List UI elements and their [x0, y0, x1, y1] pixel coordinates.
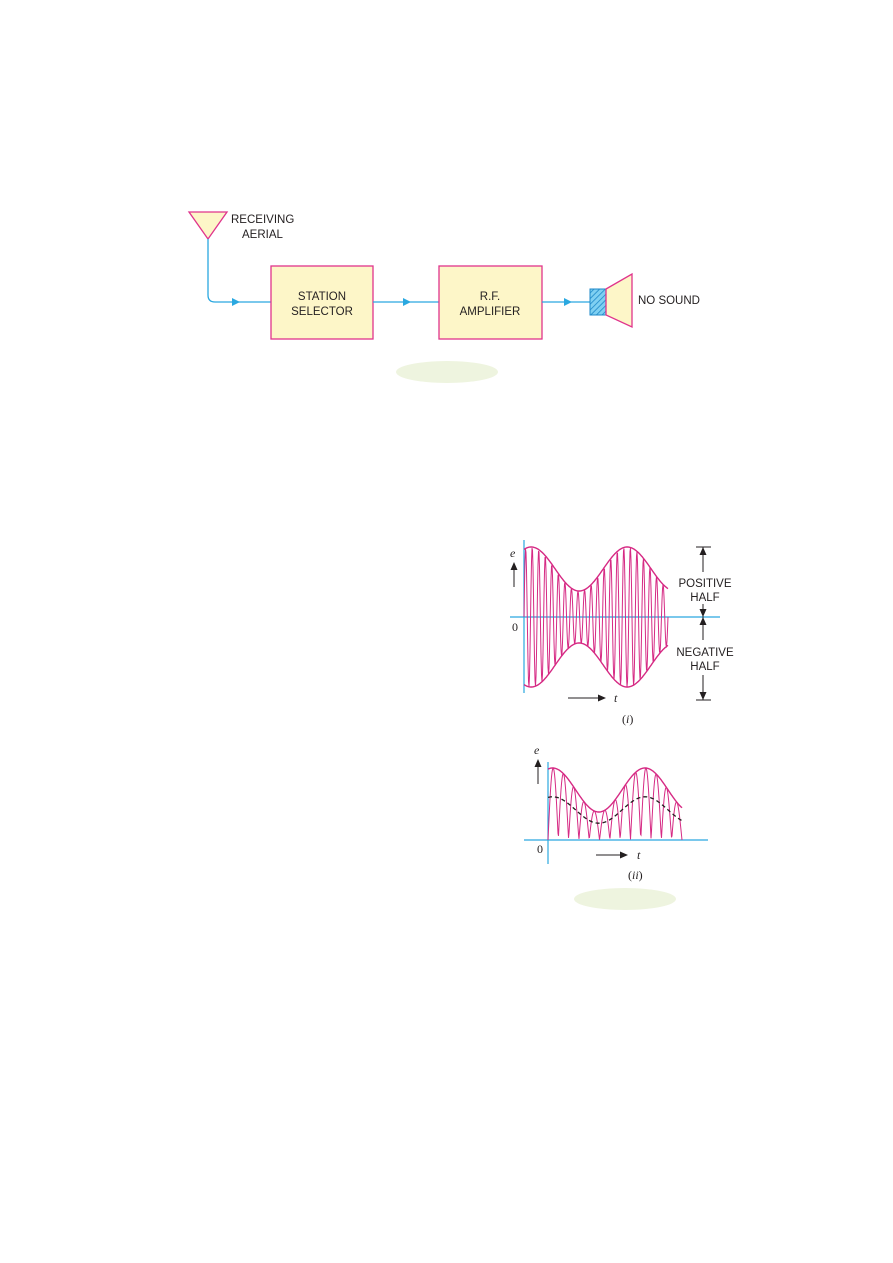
aerial-feed-line [207, 239, 271, 303]
figure-i-origin-label: 0 [512, 620, 518, 634]
figure-ii-caption: (ii) [628, 868, 643, 882]
speaker-icon [589, 272, 633, 329]
figure-i-caption: (i) [622, 712, 633, 726]
figure-ii-t-arrow-head [620, 851, 628, 859]
figure-ii-e-label: e [534, 743, 540, 757]
figure-i-t-arrow-head [598, 694, 606, 702]
figure-ii-t-label: t [637, 848, 641, 862]
receiving-aerial-icon [187, 211, 229, 241]
figure-ii-average-dashed [547, 796, 683, 824]
rf-amplifier-label-line2: AMPLIFIER [460, 306, 521, 318]
speaker-label: NO SOUND [638, 295, 700, 307]
positive-half-label-line1: POSITIVE [678, 578, 731, 590]
am-wave-figure-i: e 0 t (i) POSITIVE HALF NEGATIVE HALF [510, 540, 734, 726]
figure-i-e-arrow-head [510, 562, 518, 570]
figure-i-upper-envelope [523, 546, 669, 592]
figure1-caption-oval [396, 361, 498, 383]
figure-ii-e-arrow-head [534, 759, 542, 767]
negative-half-label-line1: NEGATIVE [676, 647, 734, 659]
station-selector-label-line2: SELECTOR [291, 306, 353, 318]
rf-amplifier-block [438, 265, 543, 340]
figure2-caption-oval [574, 888, 676, 910]
rectified-wave-figure-ii: e 0 t (ii) [524, 743, 708, 910]
figure-i-e-label: e [510, 546, 516, 560]
negative-half-label-line2: HALF [690, 661, 719, 673]
arrow-to-speaker [564, 298, 572, 306]
rf-amplifier-label-line1: R.F. [480, 291, 500, 303]
figure-ii-envelope [547, 767, 683, 813]
station-selector-label-line1: STATION [298, 291, 346, 303]
positive-half-label-line2: HALF [690, 592, 719, 604]
aerial-label-line2: AERIAL [242, 229, 284, 241]
arrow-to-rf-amplifier [403, 298, 411, 306]
half-markers: POSITIVE HALF NEGATIVE HALF [676, 546, 734, 701]
aerial-label-line1: RECEIVING [231, 214, 294, 226]
figure-i-t-label: t [614, 691, 618, 705]
figure-ii-origin-label: 0 [537, 842, 543, 856]
figure-i-carrier-wave [523, 547, 669, 687]
arrow-to-station-selector [232, 298, 240, 306]
figure-i-lower-envelope [523, 642, 669, 688]
block-diagram: RECEIVING AERIAL STATION SELECTOR R.F. A… [187, 211, 700, 383]
station-selector-block [270, 265, 374, 340]
